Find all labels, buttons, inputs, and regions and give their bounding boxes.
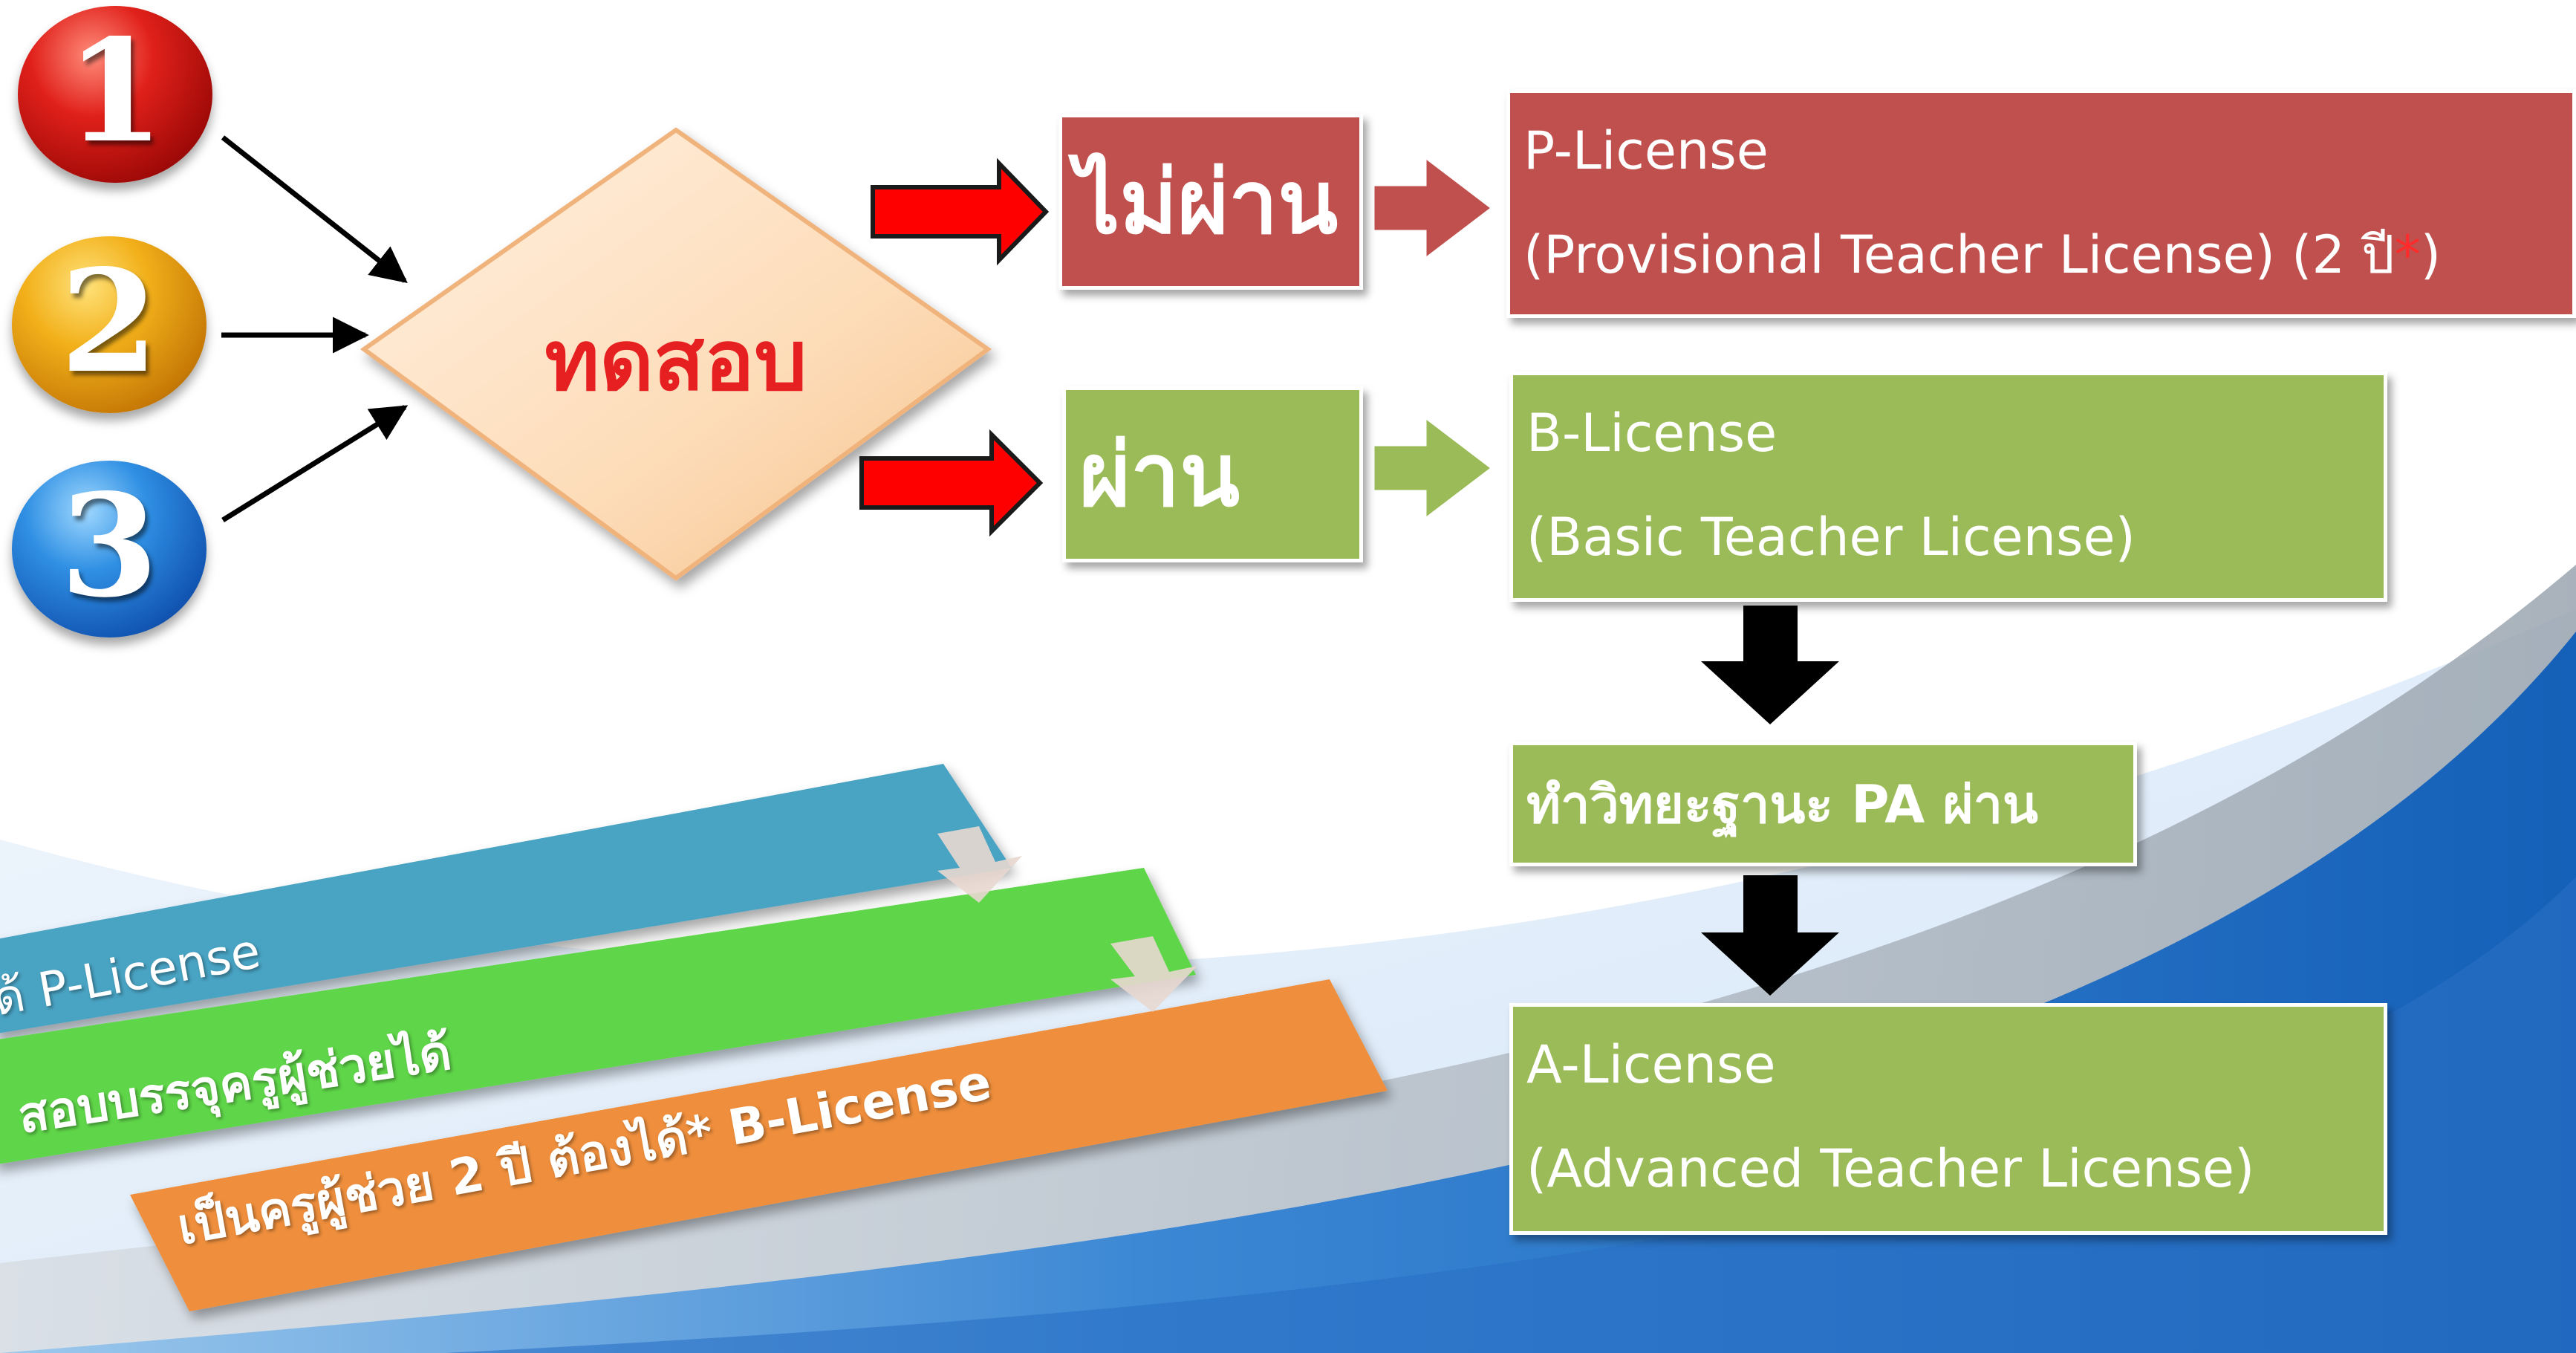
ribbon-1-blue — [0, 764, 1012, 1034]
a-license-box: A-License (Advanced Teacher License) — [1509, 1003, 2387, 1235]
p-license-full: (Provisional Teacher License) (2 ปี*) — [1523, 224, 2441, 286]
b-license-box: B-License (Basic Teacher License) — [1509, 371, 2387, 602]
b-license-full: (Basic Teacher License) — [1526, 507, 2136, 568]
pass-box: ผ่าน — [1062, 386, 1363, 562]
fail-box: ไม่ผ่าน — [1058, 114, 1363, 290]
pass-label: ผ่าน — [1079, 423, 1240, 526]
pa-step-box: ทำวิทยะฐานะ PA ผ่าน — [1509, 742, 2137, 866]
ribbon-3-orange — [130, 979, 1388, 1311]
number-ball-2 — [12, 236, 206, 413]
number-1-label: 1 — [65, 8, 165, 174]
number-ball-3 — [12, 461, 206, 637]
ribbon-connector-1 — [937, 826, 1022, 903]
down-arrow-b-to-pa — [1701, 606, 1839, 724]
decision-diamond — [360, 127, 992, 581]
down-arrow-pa-to-a — [1701, 875, 1839, 996]
number-2-label: 2 — [59, 239, 159, 404]
pass-chevron-arrow — [1370, 412, 1497, 525]
b-license-name: B-License — [1526, 403, 1777, 464]
number-ball-1 — [18, 6, 212, 183]
ribbon-2-green — [0, 868, 1196, 1164]
input-arrow-3 — [221, 405, 409, 522]
p-license-star: * — [2394, 224, 2421, 285]
p-license-box: P-License (Provisional Teacher License) … — [1506, 89, 2576, 318]
fail-label: ไม่ผ่าน — [1076, 150, 1339, 253]
a-license-name: A-License — [1526, 1034, 1776, 1095]
red-arrow-to-fail — [871, 158, 1050, 266]
decision-label: ทดสอบ — [544, 313, 807, 409]
p-license-full-suffix: ) — [2420, 224, 2442, 285]
p-license-full-text: (Provisional Teacher License) (2 ปี — [1523, 224, 2395, 285]
p-license-name: P-License — [1523, 120, 1769, 181]
input-arrow-1 — [221, 135, 408, 284]
a-license-full: (Advanced Teacher License) — [1526, 1138, 2255, 1199]
ribbon-connector-2 — [1110, 936, 1197, 1012]
number-3-label: 3 — [59, 463, 159, 629]
fail-chevron-arrow — [1370, 152, 1497, 265]
red-arrow-to-pass — [859, 429, 1044, 537]
pa-step-label: ทำวิทยะฐานะ PA ผ่าน — [1526, 773, 2038, 835]
ribbon-group — [0, 764, 1388, 1311]
